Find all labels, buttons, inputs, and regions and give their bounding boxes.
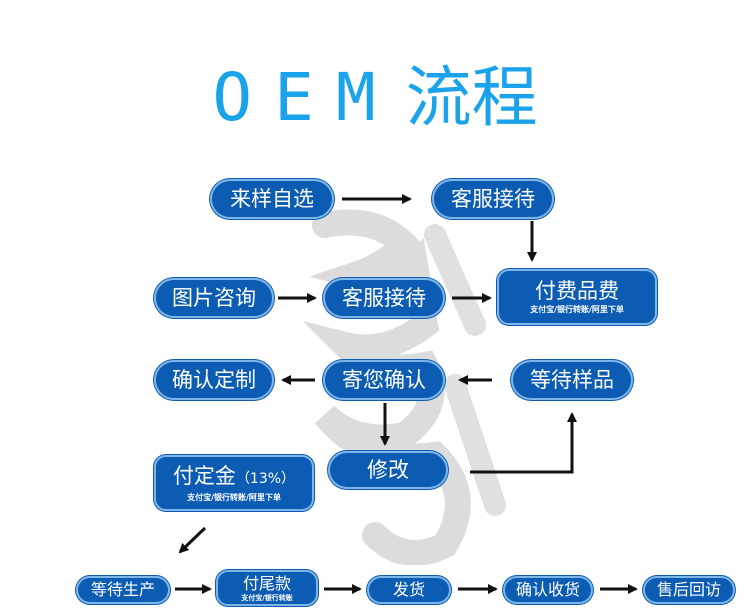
node-after-sales: 售后回访 bbox=[643, 576, 735, 604]
title-cjk: 流程 bbox=[405, 59, 538, 136]
arrow-revise-to-wait bbox=[470, 412, 577, 474]
node-confirm-custom: 确认定制 bbox=[154, 360, 274, 400]
node-ship: 发货 bbox=[367, 576, 451, 604]
node-sample-select: 来样自选 bbox=[210, 179, 334, 219]
node-confirm-receipt: 确认收货 bbox=[503, 576, 593, 604]
node-revise: 修改 bbox=[328, 451, 448, 489]
node-wait-sample: 等待样品 bbox=[511, 360, 633, 400]
node-image-consult: 图片咨询 bbox=[154, 278, 274, 318]
node-pay-sample-fee: 付费品费 支付宝/银行转账/阿里下单 bbox=[497, 269, 657, 325]
node-final-payment: 付尾款 支付宝/银行转账 bbox=[216, 570, 318, 606]
arrow-deposit-to-production bbox=[178, 526, 207, 554]
title-latin: OEM bbox=[212, 59, 398, 136]
node-service-2: 客服接待 bbox=[323, 278, 445, 318]
node-wait-production: 等待生产 bbox=[76, 576, 170, 604]
node-service-1: 客服接待 bbox=[432, 179, 554, 219]
node-mail-confirm: 寄您确认 bbox=[323, 360, 445, 400]
node-deposit: 付定金（13%） 支付宝/银行转账/阿里下单 bbox=[154, 455, 314, 511]
